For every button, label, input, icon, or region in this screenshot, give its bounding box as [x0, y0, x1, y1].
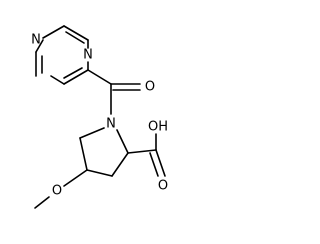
bond-n1-c2 [42, 25, 65, 39]
bond-bottom-inner [63, 67, 83, 79]
bond-ch-cooh [127, 149, 157, 154]
bond-o-ch3 [34, 196, 50, 209]
bond-n-top-c [35, 39, 44, 53]
pyrrolidine-ring [79, 127, 129, 177]
bond-ch-ome-ch2 [86, 169, 113, 177]
atom-oh-acid: OH [148, 120, 168, 135]
bond-ch-n [116, 129, 129, 154]
bond-ch2-ch-ome [79, 137, 88, 171]
atom-o-carbonyl: O [145, 80, 155, 95]
bond-c2-c3 [63, 25, 89, 41]
bond-ch-o-methoxy [63, 169, 88, 187]
atom-n-ring-bottom: N [83, 48, 93, 63]
bond-cooh-o-double-1 [155, 149, 166, 177]
atom-n-ring-top: N [31, 33, 41, 48]
atom-o-methoxy: O [52, 184, 62, 199]
carbonyl-group [110, 83, 141, 91]
bond-c2-c3-inner [65, 31, 85, 44]
pyrazine-ring [35, 25, 89, 85]
molecule-drawing: N N O N O OH O [31, 25, 168, 209]
bond-n-ch2 [79, 127, 105, 139]
atom-o-acid-carbonyl: O [158, 179, 168, 194]
bond-ch2-cooh-carbon [111, 152, 129, 177]
structure-canvas: N N O N O OH O [31, 25, 168, 209]
atom-n-pyrrolidine: N [106, 117, 116, 132]
bond-c6-n-bottom [50, 75, 65, 85]
bond-ring-carbonyl [87, 69, 112, 85]
bond-cooh-o-double-2 [149, 152, 159, 177]
bond-c5-c6 [63, 69, 89, 85]
